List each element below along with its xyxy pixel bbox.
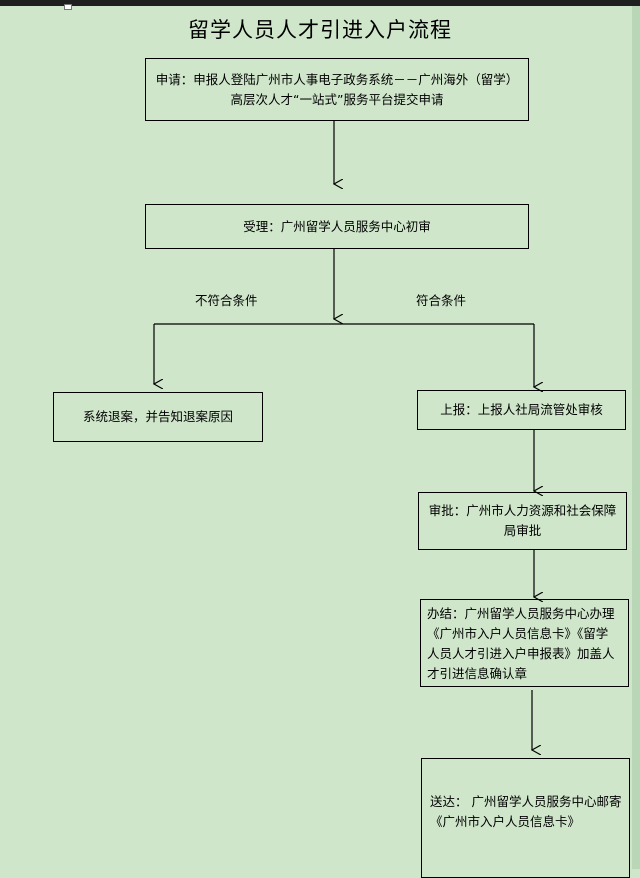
scrollbar-track[interactable] <box>632 6 640 869</box>
apply-step-box: 申请：申报人登陆广州市人事电子政务系统－－广州海外（留学） 高层次人才“一站式”… <box>145 58 529 121</box>
reject-step-box: 系统退案，并告知退案原因 <box>53 392 263 442</box>
branch-label-qualified: 符合条件 <box>416 293 467 308</box>
window-top-bar <box>0 0 640 6</box>
apply-step-text-line1: 申请：申报人登陆广州市人事电子政务系统－－广州海外（留学） <box>155 71 519 87</box>
deliver-step-text-line2: 《广州市入户人员信息卡》 <box>430 814 581 829</box>
handle-step-text-line3: 人员人才引进入户申报表》加盖人 <box>427 646 615 661</box>
report-step-box: 上报：上报人社局流管处审核 <box>417 390 626 430</box>
handle-step-text-line2: 《广州市入户人员信息卡》《留学 <box>427 626 609 641</box>
deliver-step-text-line1: 送达： 广州留学人员服务中心邮寄 <box>430 794 622 809</box>
handle-step-text-line4: 才引进信息确认章 <box>427 666 528 681</box>
report-step-text: 上报：上报人社局流管处审核 <box>440 402 603 417</box>
handle-step-text-line1: 办结：广州留学人员服务中心办理 <box>427 606 615 621</box>
reject-step-text: 系统退案，并告知退案原因 <box>82 409 233 424</box>
page-title: 留学人员人才引进入户流程 <box>188 18 452 42</box>
handle-step-box: 办结：广州留学人员服务中心办理 《广州市入户人员信息卡》《留学 人员人才引进入户… <box>420 599 629 687</box>
deliver-step-box: 送达： 广州留学人员服务中心邮寄 《广州市入户人员信息卡》 <box>421 758 630 878</box>
page-marker-icon <box>64 4 72 10</box>
apply-step-text-line2: 高层次人才“一站式”服务平台提交申请 <box>230 91 444 107</box>
accept-step-text: 受理：广州留学人员服务中心初审 <box>243 218 431 234</box>
branch-label-not-qualified: 不符合条件 <box>195 293 258 308</box>
approve-step-text-line2: 局审批 <box>503 523 542 538</box>
accept-step-box: 受理：广州留学人员服务中心初审 <box>145 204 529 249</box>
approve-step-box: 审批：广州市人力资源和社会保障 局审批 <box>418 492 627 550</box>
approve-step-text-line1: 审批：广州市人力资源和社会保障 <box>428 503 617 518</box>
